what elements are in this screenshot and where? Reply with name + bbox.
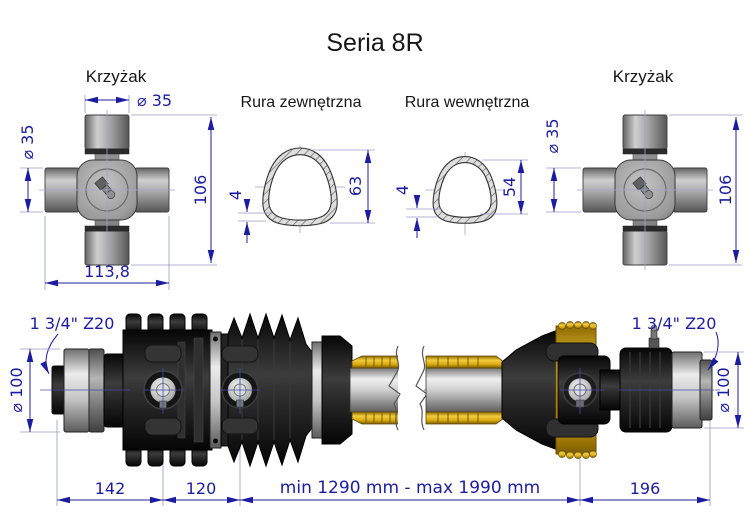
dim-left-cross-width: 113,8 [84, 262, 130, 281]
inner-tube-label: Rura wewnętrzna [405, 94, 530, 111]
dim-outer-tube-size: 63 [346, 176, 365, 196]
right-cross-label: Krzyżak [613, 67, 674, 86]
guard-tube-left [349, 355, 401, 425]
outer-tube-section: Rura zewnętrzna 63 4 [226, 94, 375, 243]
guard-tube-right [425, 355, 505, 425]
dim-left-cross-cap-side: ⌀ 35 [18, 124, 37, 159]
dim-shaft-dia-right: ⌀ 100 [714, 367, 733, 412]
left-cross-label: Krzyżak [86, 67, 147, 86]
break-line-right [415, 345, 428, 431]
dim-142: 142 [95, 479, 126, 498]
left-cross-section: Krzyżak ⌀ 35 ⌀ 35 106 113,8 [18, 67, 217, 290]
dim-left-cross-height: 106 [191, 175, 210, 206]
dim-left-cross-cap-top: ⌀ 35 [137, 91, 172, 110]
dim-outer-tube-wall: 4 [226, 190, 245, 200]
dim-196: 196 [630, 479, 661, 498]
break-gap [398, 344, 424, 436]
dim-right-cross-height: 106 [716, 175, 735, 206]
leader-left [40, 333, 59, 375]
dim-120: 120 [186, 479, 217, 498]
tube-bell-end [321, 335, 353, 445]
dim-inner-tube-wall: 4 [393, 185, 412, 195]
outer-tube-label: Rura zewnętrzna [241, 94, 362, 111]
spline-label-right: 1 3/4" Z20 [632, 314, 717, 333]
dim-right-cross-cap-side: ⌀ 35 [543, 118, 562, 153]
shaft-assembly: 1 3/4" Z20 1 3/4" Z20 ⌀ 100 ⌀ 100 142 12… [7, 312, 744, 506]
dim-length-range: min 1290 mm - max 1990 mm [280, 478, 540, 498]
right-spline-hub [619, 324, 713, 433]
universal-joint-cross-right [576, 109, 714, 271]
right-cross-section: Krzyżak ⌀ 35 106 [543, 67, 742, 271]
grease-fitting [648, 324, 660, 349]
break-line-left [388, 345, 401, 431]
dim-shaft-dia-left: ⌀ 100 [7, 367, 26, 412]
bearing-ring-strip [209, 331, 222, 449]
spline-label-left: 1 3/4" Z20 [30, 314, 115, 333]
left-spline-hub [51, 348, 129, 433]
inner-tube-section: Rura wewnętrzna 54 4 [393, 94, 529, 238]
universal-joint-cross-left [38, 109, 176, 271]
dim-inner-tube-size: 54 [500, 177, 519, 197]
page-title: Seria 8R [326, 29, 423, 57]
tube-collar-ring [311, 341, 323, 439]
leader-right [707, 331, 719, 371]
